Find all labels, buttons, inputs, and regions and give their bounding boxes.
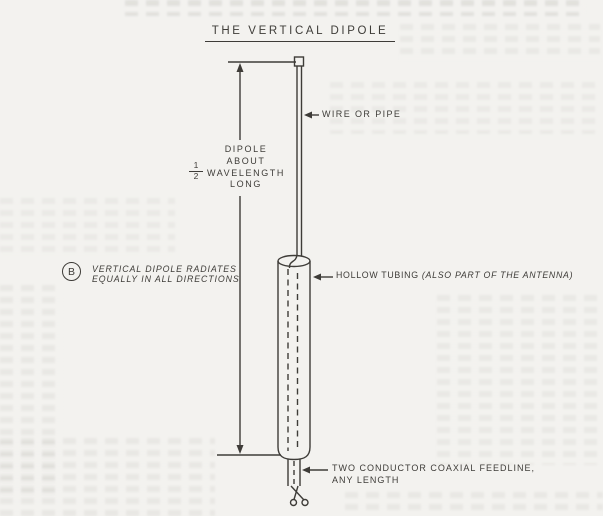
tubing-label-arrow	[313, 273, 333, 281]
arrow-down-icon	[236, 445, 244, 454]
feedline-label-line: ANY LENGTH	[332, 474, 400, 485]
length-label-line: WAVELENGTH	[206, 167, 285, 178]
hollow-tubing-note: (ALSO PART OF THE ANTENNA)	[421, 270, 574, 280]
half-wavelength-fraction: 1 2	[189, 160, 203, 182]
radiation-caption-line: EQUALLY IN ALL DIRECTIONS	[92, 274, 240, 285]
feedline-label-arrow	[302, 466, 328, 474]
feedline	[287, 459, 301, 486]
wire-or-pipe-label: WIRE OR PIPE	[322, 109, 402, 119]
feedline-label-line: TWO CONDUCTOR COAXIAL FEEDLINE,	[332, 463, 536, 473]
length-label-line: ABOUT	[226, 155, 266, 166]
radiation-caption: VERTICAL DIPOLE RADIATES EQUALLY IN ALL …	[92, 264, 240, 285]
fraction-numerator: 1	[189, 160, 203, 172]
arrow-left-icon	[302, 466, 310, 474]
wire-label-arrow	[304, 111, 319, 119]
dipole-length-label: DIPOLE ABOUT WAVELENGTH LONG	[196, 144, 296, 191]
fraction-denominator: 2	[193, 171, 199, 181]
arrow-up-icon	[236, 63, 244, 72]
feedline-pigtails	[289, 485, 309, 507]
hollow-tubing-label: HOLLOW TUBING (ALSO PART OF THE ANTENNA)	[336, 270, 573, 280]
antenna-wire	[293, 56, 305, 256]
arrow-left-icon	[304, 111, 312, 119]
arrow-left-icon	[313, 273, 321, 281]
hollow-tube	[277, 254, 311, 461]
coax-conductors	[287, 254, 299, 451]
page-title: THE VERTICAL DIPOLE	[205, 25, 395, 42]
length-label-line: DIPOLE	[224, 144, 268, 154]
radiation-caption-line: VERTICAL DIPOLE RADIATES	[92, 264, 237, 274]
hollow-tubing-text: HOLLOW TUBING	[336, 270, 419, 280]
dimension-line	[217, 61, 296, 456]
callout-letter-badge: B	[62, 262, 81, 281]
length-label-line: LONG	[230, 179, 262, 190]
feedline-label: TWO CONDUCTOR COAXIAL FEEDLINE, ANY LENG…	[332, 463, 535, 486]
